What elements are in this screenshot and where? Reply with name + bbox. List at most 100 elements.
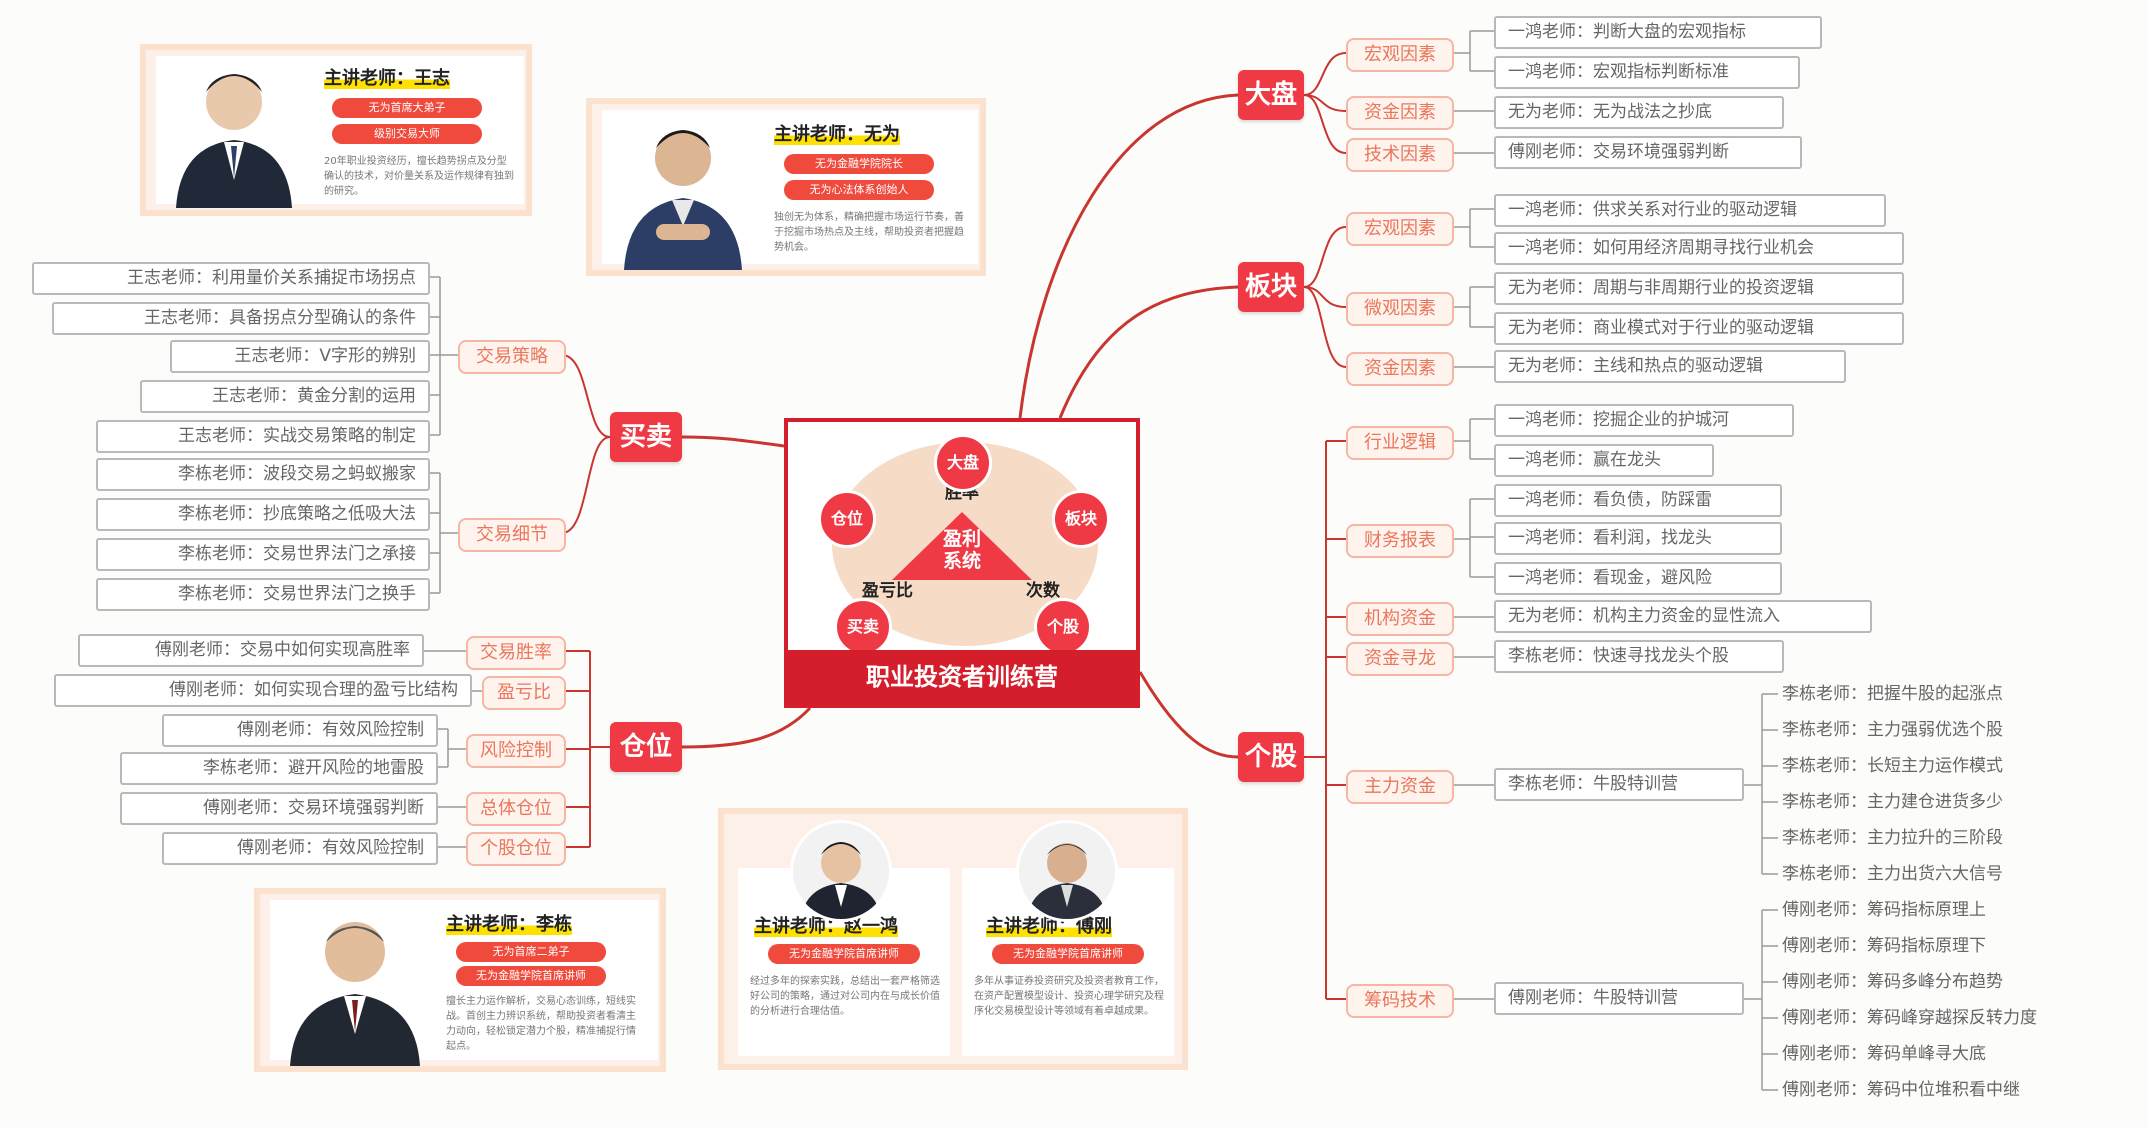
- cat-dapan-capital[interactable]: 资金因素: [1346, 96, 1454, 130]
- cat-dapan-technical[interactable]: 技术因素: [1346, 138, 1454, 172]
- zhuli-item-5[interactable]: 李栋老师：主力拉升的三阶段: [1782, 828, 2003, 848]
- connector: [439, 277, 458, 435]
- teacher-name-wuwei: 主讲老师：无为: [774, 124, 900, 145]
- cat-gegu-dragon[interactable]: 资金寻龙: [1346, 642, 1454, 676]
- leaf-dapan-4[interactable]: 傅刚老师：交易环境强弱判断: [1494, 136, 1802, 169]
- teacher-desc-zhaoyihong: 经过多年的探索实践，总结出一套严格筛选好公司的策略，通过对公司内在与成长价值的分…: [750, 976, 940, 1017]
- bubble-maimai[interactable]: 买卖: [834, 598, 892, 656]
- leaf-gegu-7[interactable]: 李栋老师：快速寻找龙头个股: [1494, 640, 1784, 673]
- connector: [1450, 286, 1494, 328]
- leaf-gegu-4[interactable]: 一鸿老师：看利润，找龙头: [1494, 522, 1782, 555]
- cat-bankuai-macro[interactable]: 宏观因素: [1346, 212, 1454, 246]
- central-node: 胜率 盈亏比 次数 盈利 系统 大盘 仓位 板块 买卖 个股 职业投资者训练营: [784, 418, 1140, 708]
- leaf-cangwei-3[interactable]: 傅刚老师：有效风险控制: [162, 714, 438, 747]
- cat-bankuai-capital[interactable]: 资金因素: [1346, 352, 1454, 386]
- hub-dapan[interactable]: 大盘: [1238, 70, 1304, 120]
- leaf-cangwei-4[interactable]: 李栋老师：避开风险的地雷股: [120, 752, 438, 785]
- cat-cangwei-single[interactable]: 个股仓位: [466, 832, 566, 866]
- hub-gegu[interactable]: 个股: [1238, 732, 1304, 782]
- hub-bankuai[interactable]: 板块: [1238, 262, 1304, 312]
- leaf-maimai-9[interactable]: 李栋老师：交易世界法门之换手: [96, 578, 430, 611]
- leaf-gegu-main-capital[interactable]: 李栋老师：牛股特训营: [1494, 768, 1744, 801]
- cat-maimai-detail[interactable]: 交易细节: [458, 518, 566, 552]
- cat-dapan-macro[interactable]: 宏观因素: [1346, 38, 1454, 72]
- leaf-gegu-6[interactable]: 无为老师：机构主力资金的显性流入: [1494, 600, 1872, 633]
- connector: [438, 806, 466, 848]
- connector: [1450, 30, 1494, 72]
- leaf-bankuai-3[interactable]: 无为老师：周期与非周期行业的投资逻辑: [1494, 272, 1904, 305]
- cat-cangwei-winrate[interactable]: 交易胜率: [466, 636, 566, 670]
- zhuli-item-4[interactable]: 李栋老师：主力建仓进货多少: [1782, 792, 2003, 812]
- cat-gegu-industry[interactable]: 行业逻辑: [1346, 426, 1454, 460]
- leaf-bankuai-1[interactable]: 一鸿老师：供求关系对行业的驱动逻辑: [1494, 194, 1886, 227]
- bubble-gegu[interactable]: 个股: [1034, 598, 1092, 656]
- connector: [1303, 94, 1347, 154]
- chouma-item-2[interactable]: 傅刚老师：筹码指标原理下: [1782, 936, 1986, 956]
- teacher-name-wangzhi: 主讲老师：王志: [324, 68, 450, 89]
- leaf-bankuai-4[interactable]: 无为老师：商业模式对于行业的驱动逻辑: [1494, 312, 1904, 345]
- leaf-bankuai-2[interactable]: 一鸿老师：如何用经济周期寻找行业机会: [1494, 232, 1904, 265]
- cat-cangwei-pl-ratio[interactable]: 盈亏比: [482, 676, 566, 710]
- zhuli-item-1[interactable]: 李栋老师：把握牛股的起涨点: [1782, 684, 2003, 704]
- connector: [1450, 498, 1494, 578]
- cat-bankuai-micro[interactable]: 微观因素: [1346, 292, 1454, 326]
- leaf-gegu-3[interactable]: 一鸿老师：看负债，防踩雷: [1494, 484, 1782, 517]
- leaf-maimai-8[interactable]: 李栋老师：交易世界法门之承接: [96, 538, 430, 571]
- cat-gegu-chips[interactable]: 筹码技术: [1346, 984, 1454, 1018]
- leaf-cangwei-1[interactable]: 傅刚老师：交易中如何实现高胜率: [78, 634, 424, 667]
- leaf-maimai-4[interactable]: 王志老师：黄金分割的运用: [140, 380, 430, 413]
- chouma-item-5[interactable]: 傅刚老师：筹码单峰寻大底: [1782, 1044, 1986, 1064]
- cat-gegu-main-capital[interactable]: 主力资金: [1346, 770, 1454, 804]
- leaf-gegu-2[interactable]: 一鸿老师：赢在龙头: [1494, 444, 1714, 477]
- teacher-tag-wuwei-1: 无为金融学院院长: [784, 154, 934, 174]
- leaf-cangwei-2[interactable]: 傅刚老师：如何实现合理的盈亏比结构: [54, 674, 472, 707]
- leaf-gegu-5[interactable]: 一鸿老师：看现金，避风险: [1494, 562, 1782, 595]
- connector: [589, 651, 610, 847]
- leaf-maimai-3[interactable]: 王志老师：V字形的辨别: [170, 340, 430, 373]
- leaf-maimai-1[interactable]: 王志老师：利用量价关系捕捉市场拐点: [32, 262, 430, 295]
- leaf-gegu-chips[interactable]: 傅刚老师：牛股特训营: [1494, 982, 1744, 1015]
- teacher-photo-zhaoyihong: [790, 820, 892, 922]
- leaf-gegu-1[interactable]: 一鸿老师：挖掘企业的护城河: [1494, 404, 1794, 437]
- cat-cangwei-total[interactable]: 总体仓位: [466, 792, 566, 826]
- connector: [1138, 671, 1239, 759]
- teacher-desc-fugang: 多年从事证券投资研究及投资者教育工作，在资产配置模型设计、投资心理学研究及程序化…: [974, 976, 1164, 1017]
- zhuli-item-3[interactable]: 李栋老师：长短主力运作模式: [1782, 756, 2003, 776]
- connector: [681, 435, 785, 448]
- leaf-bankuai-5[interactable]: 无为老师：主线和热点的驱动逻辑: [1494, 350, 1846, 383]
- leaf-maimai-7[interactable]: 李栋老师：抄底策略之低吸大法: [96, 498, 430, 531]
- connector: [1018, 93, 1239, 419]
- connector: [1450, 418, 1494, 460]
- teacher-tag-lidong-2: 无为金融学院首席讲师: [456, 966, 606, 986]
- chouma-item-3[interactable]: 傅刚老师：筹码多峰分布趋势: [1782, 972, 2003, 992]
- cat-cangwei-risk[interactable]: 风险控制: [466, 734, 566, 768]
- leaf-dapan-2[interactable]: 一鸿老师：宏观指标判断标准: [1494, 56, 1800, 89]
- zhuli-item-6[interactable]: 李栋老师：主力出货六大信号: [1782, 864, 2003, 884]
- bubble-cangwei[interactable]: 仓位: [818, 490, 876, 548]
- leaf-dapan-3[interactable]: 无为老师：无为战法之抄底: [1494, 96, 1784, 129]
- teacher-photo-lidong: [280, 906, 430, 1066]
- leaf-dapan-1[interactable]: 一鸿老师：判断大盘的宏观指标: [1494, 16, 1822, 49]
- leaf-cangwei-6[interactable]: 傅刚老师：有效风险控制: [162, 832, 438, 865]
- chouma-item-6[interactable]: 傅刚老师：筹码中位堆积看中继: [1782, 1080, 2020, 1100]
- leaf-maimai-6[interactable]: 李栋老师：波段交易之蚂蚁搬家: [96, 458, 430, 491]
- bubble-bankuai[interactable]: 板块: [1052, 490, 1110, 548]
- teacher-card-wangzhi: 主讲老师：王志 无为首席大弟子 级别交易大师 20年职业投资经历，擅长趋势拐点及…: [140, 44, 532, 216]
- connector: [1744, 910, 1763, 1090]
- connector: [1058, 285, 1239, 419]
- teacher-name-lidong: 主讲老师：李栋: [446, 914, 572, 935]
- teacher-tag-lidong-1: 无为首席二弟子: [456, 942, 606, 962]
- leaf-maimai-5[interactable]: 王志老师：实战交易策略的制定: [96, 420, 430, 453]
- leaf-cangwei-5[interactable]: 傅刚老师：交易环境强弱判断: [120, 792, 438, 825]
- cat-maimai-strategy[interactable]: 交易策略: [458, 340, 566, 374]
- zhuli-item-2[interactable]: 李栋老师：主力强弱优选个股: [1782, 720, 2003, 740]
- bubble-dapan[interactable]: 大盘: [934, 434, 992, 492]
- leaf-maimai-2[interactable]: 王志老师：具备拐点分型确认的条件: [52, 302, 430, 335]
- chouma-item-1[interactable]: 傅刚老师：筹码指标原理上: [1782, 900, 1986, 920]
- cat-gegu-financials[interactable]: 财务报表: [1346, 524, 1454, 558]
- chouma-item-4[interactable]: 傅刚老师：筹码峰穿越探反转力度: [1782, 1008, 2037, 1028]
- hub-maimai[interactable]: 买卖: [610, 412, 682, 462]
- cat-gegu-institution[interactable]: 机构资金: [1346, 602, 1454, 636]
- hub-cangwei[interactable]: 仓位: [610, 722, 682, 772]
